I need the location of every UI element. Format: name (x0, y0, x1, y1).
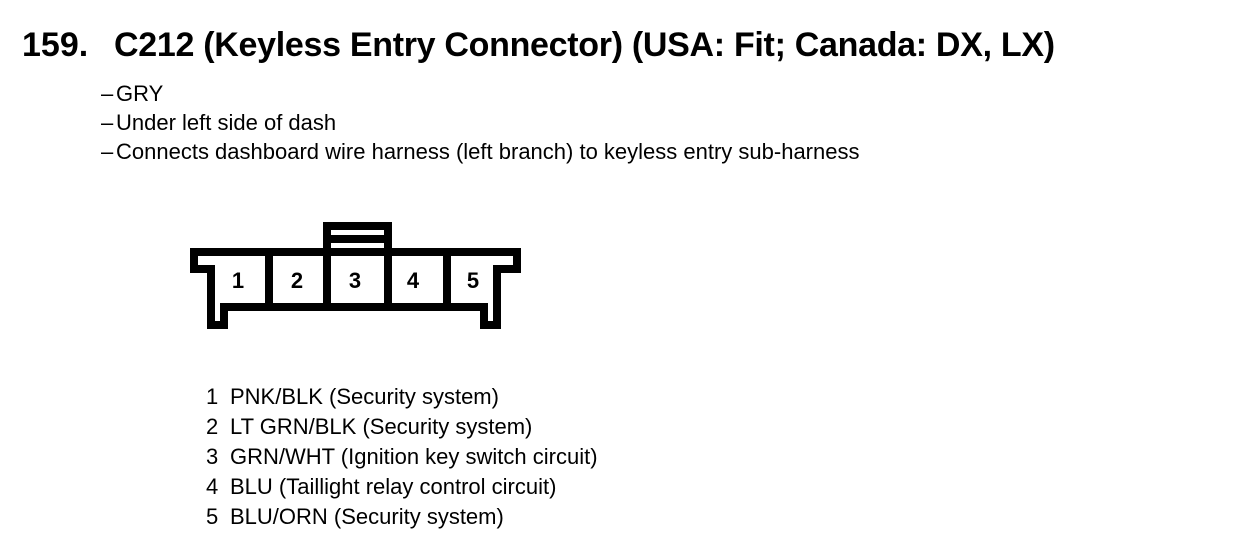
pin-number: 2 (206, 414, 219, 439)
cavity-number-1: 1 (232, 268, 244, 293)
note-text: GRY (116, 81, 164, 106)
pin-row: 3 GRN/WHT (Ignition key switch circuit) (206, 442, 598, 472)
cavity-number-2: 2 (291, 268, 303, 293)
pin-row: 4 BLU (Taillight relay control circuit) (206, 472, 598, 502)
connector-outline (190, 248, 521, 329)
bullet-dash: – (101, 110, 114, 135)
section-title: C212 (Keyless Entry Connector) (USA: Fit… (114, 26, 1055, 64)
connector-notes: – GRY – Under left side of dash – Connec… (101, 79, 859, 166)
bullet-dash: – (101, 139, 114, 164)
connector-function-note: – Connects dashboard wire harness (left … (101, 137, 859, 166)
pin-description: BLU/ORN (Security system) (230, 504, 504, 529)
pin-row: 5 BLU/ORN (Security system) (206, 502, 598, 532)
connector-lock-tab (323, 222, 392, 307)
connector-color-note: – GRY (101, 79, 859, 108)
pin-row: 2 LT GRN/BLK (Security system) (206, 412, 598, 442)
cavity-number-5: 5 (467, 268, 479, 293)
pin-row: 1 PNK/BLK (Security system) (206, 382, 598, 412)
connector-location-note: – Under left side of dash (101, 108, 859, 137)
bullet-dash: – (101, 81, 114, 106)
pin-description: BLU (Taillight relay control circuit) (230, 474, 557, 499)
pin-list: 1 PNK/BLK (Security system) 2 LT GRN/BLK… (206, 382, 598, 532)
cavity-number-3: 3 (349, 268, 361, 293)
pin-description: LT GRN/BLK (Security system) (230, 414, 533, 439)
note-text: Connects dashboard wire harness (left br… (116, 139, 860, 164)
cavity-number-4: 4 (407, 268, 420, 293)
pin-number: 1 (206, 384, 219, 409)
pin-number: 3 (206, 444, 219, 469)
pin-number: 4 (206, 474, 219, 499)
note-text: Under left side of dash (116, 110, 337, 135)
pin-description: GRN/WHT (Ignition key switch circuit) (230, 444, 598, 469)
pin-description: PNK/BLK (Security system) (230, 384, 499, 409)
pin-number: 5 (206, 504, 219, 529)
section-number: 159. (22, 26, 89, 64)
connector-diagram: 1 2 3 4 5 (190, 222, 521, 329)
